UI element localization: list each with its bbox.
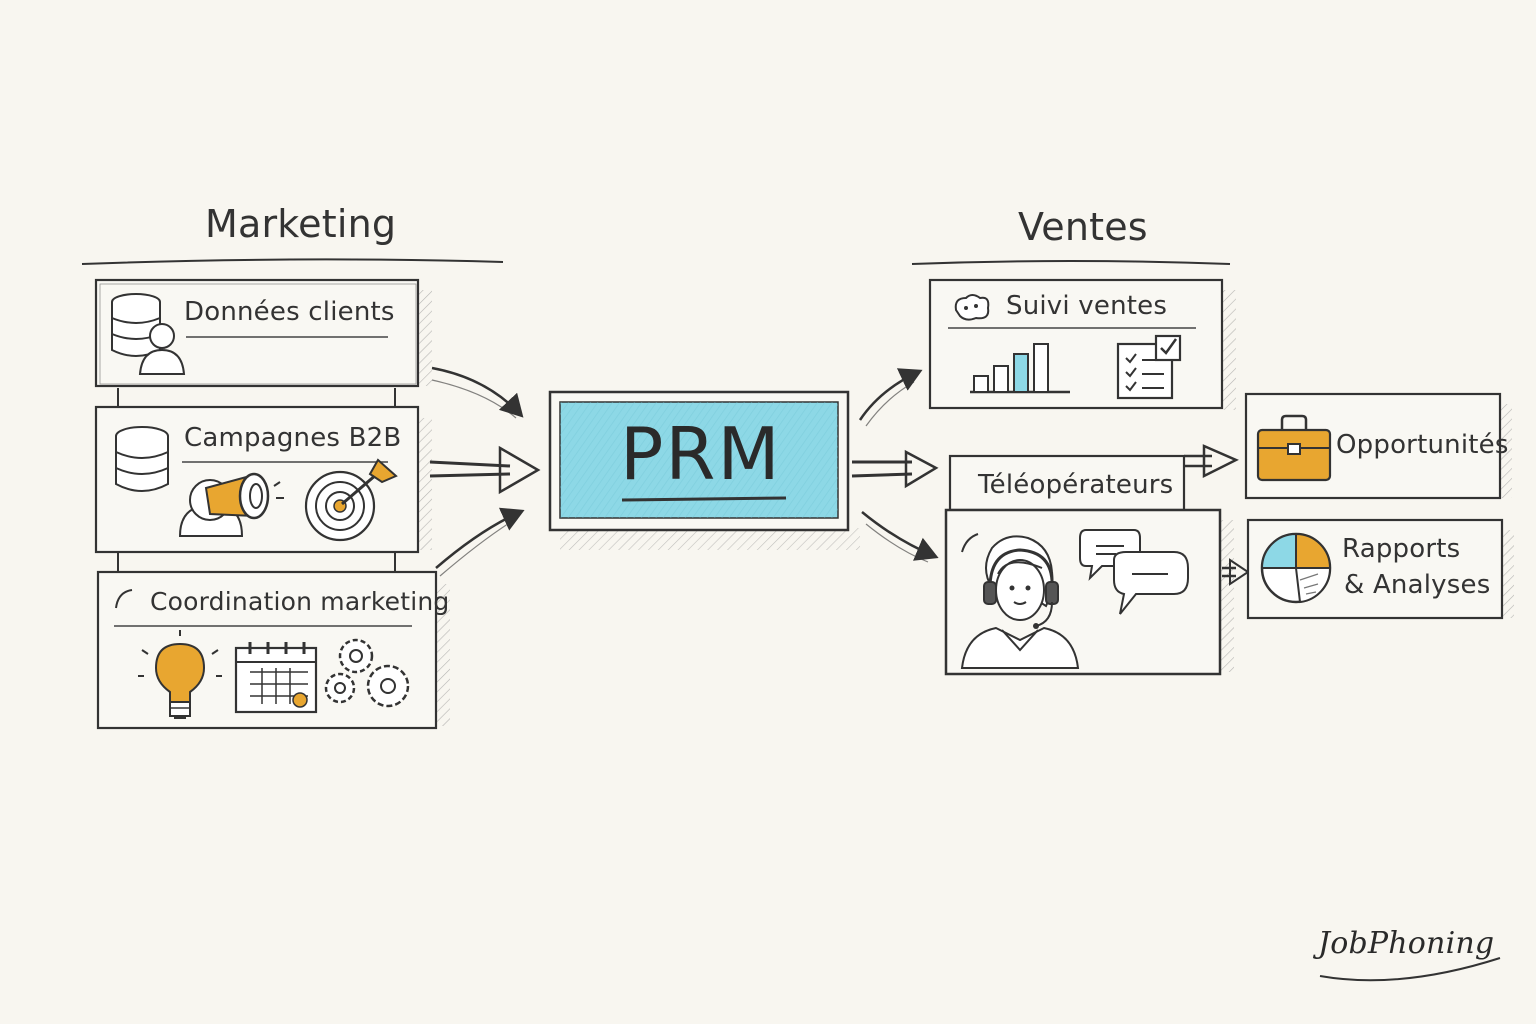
bar-chart-icon <box>970 343 1070 394</box>
campagnes-b2b-box <box>94 405 432 554</box>
marketing-section-title: Marketing <box>205 202 397 246</box>
suivi-ventes-title: Suivi ventes <box>1006 291 1168 321</box>
coordination-marketing-title: Coordination marketing <box>150 587 450 616</box>
user-icon <box>138 323 186 375</box>
database-icon <box>115 426 169 492</box>
database-icon <box>111 293 161 357</box>
gears-icon <box>324 638 410 708</box>
briefcase-icon <box>1256 414 1332 482</box>
jobphoning-logo: JobPhoning <box>1318 926 1495 961</box>
coordination-marketing-box <box>96 570 450 730</box>
campagnes-b2b-title: Campagnes B2B <box>184 423 402 453</box>
donnees-clients-title: Données clients <box>184 297 395 327</box>
opportunites-title: Opportunités <box>1336 430 1509 460</box>
rapports-analyses-box <box>1246 518 1514 620</box>
donnees-clients-box <box>94 278 432 388</box>
suivi-ventes-box <box>928 278 1236 410</box>
rapports-title-line2: & Analyses <box>1344 570 1491 600</box>
megaphone-icon <box>178 472 284 537</box>
checklist-icon <box>1116 334 1182 400</box>
handshake-icon <box>954 294 990 321</box>
lightbulb-icon <box>138 630 222 719</box>
opportunites-box <box>1244 392 1512 500</box>
rapports-title-line1: Rapports <box>1342 534 1461 564</box>
logo-underline <box>1319 957 1501 982</box>
to-rapports-arrow <box>1222 558 1250 586</box>
target-icon <box>304 458 398 542</box>
operator-headset-icon <box>960 535 1080 669</box>
ventes-section-title: Ventes <box>1018 205 1148 249</box>
pie-chart-icon <box>1260 532 1332 604</box>
prm-to-sales-arrows <box>851 368 939 563</box>
prm-label: PRM <box>620 412 782 496</box>
marketing-underline <box>81 258 504 265</box>
marketing-to-prm-arrows <box>429 366 541 577</box>
calendar-icon <box>234 642 318 714</box>
prm-central-box <box>548 390 860 550</box>
ventes-underline <box>911 260 1231 265</box>
to-opportunites-arrow <box>1184 444 1239 479</box>
teleoperateurs-title: Téléopérateurs <box>978 470 1174 500</box>
teleoperateurs-box <box>944 508 1234 676</box>
teleoperateurs-header-box <box>948 454 1186 512</box>
speech-bubbles-icon <box>1079 529 1189 615</box>
